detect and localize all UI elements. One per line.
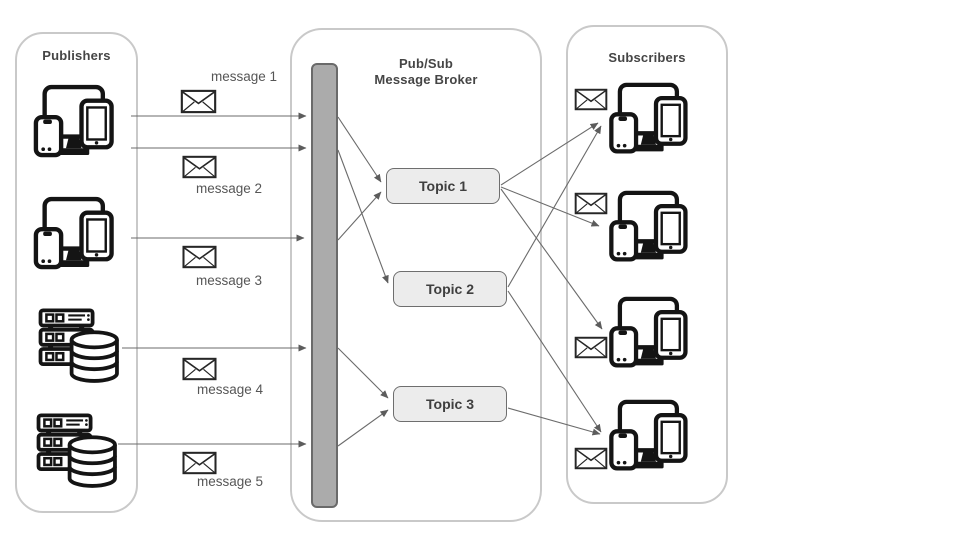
topic-1-box: Topic 1: [386, 168, 500, 204]
message-4-envelope-icon: [182, 357, 217, 381]
publisher-3-server-database-icon: [38, 307, 122, 386]
topic-3-box: Topic 3: [393, 386, 507, 422]
publisher-2-devices-icon: [33, 196, 130, 274]
message-2-envelope-icon: [182, 155, 217, 179]
publisher-4-server-database-icon: [36, 412, 120, 491]
broker-title: Pub/Sub Message Broker: [346, 56, 506, 88]
message-4-label: message 4: [196, 382, 264, 397]
broker-title-line2: Message Broker: [374, 72, 478, 87]
subscriber-3-devices-icon: [608, 296, 704, 372]
subscriber-3-envelope-icon: [574, 336, 608, 359]
message-5-envelope-icon: [182, 451, 217, 475]
message-2-label: message 2: [195, 181, 263, 196]
message-5-label: message 5: [196, 474, 264, 489]
subscribers-title: Subscribers: [608, 50, 686, 65]
subscriber-1-envelope-icon: [574, 88, 608, 111]
message-1-label: message 1: [210, 69, 278, 84]
publisher-1-devices-icon: [33, 84, 130, 162]
broker-queue-bar: [311, 63, 338, 508]
subscriber-2-devices-icon: [608, 190, 704, 266]
subscriber-4-devices-icon: [608, 399, 704, 475]
subscriber-4-envelope-icon: [574, 447, 608, 470]
subscriber-1-devices-icon: [608, 82, 704, 158]
message-1-envelope-icon: [180, 89, 217, 114]
broker-title-line1: Pub/Sub: [398, 56, 454, 71]
subscriber-2-envelope-icon: [574, 192, 608, 215]
message-3-label: message 3: [195, 273, 263, 288]
topic-2-box: Topic 2: [393, 271, 507, 307]
message-3-envelope-icon: [182, 245, 217, 269]
publishers-title: Publishers: [42, 48, 111, 63]
